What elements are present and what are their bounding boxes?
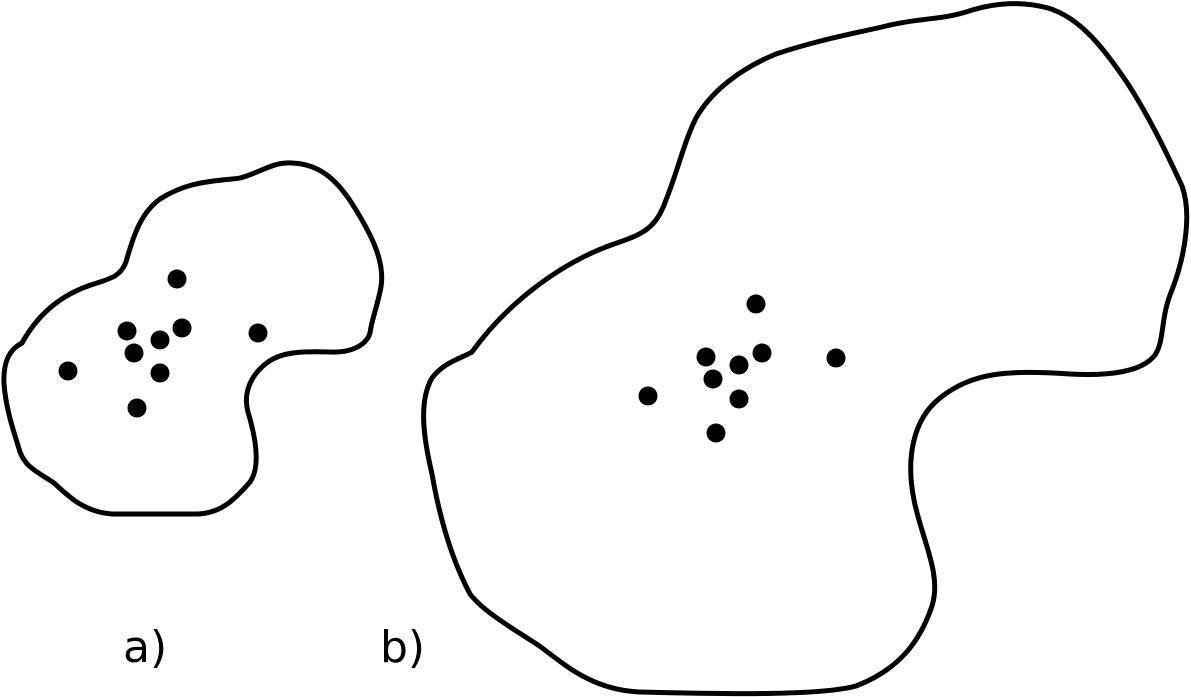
panel-b: b) [380, 1, 1190, 697]
point [696, 347, 716, 367]
point [150, 363, 170, 383]
point [729, 389, 749, 409]
point [826, 348, 846, 368]
panel-b-boundary [421, 1, 1190, 697]
panel-a-boundary [1, 160, 385, 517]
point [150, 330, 170, 350]
point [117, 321, 137, 341]
point [248, 323, 268, 343]
point [729, 355, 749, 375]
panel-b-points [638, 294, 846, 443]
point [752, 343, 772, 363]
panel-a: a) [1, 160, 385, 673]
point [167, 269, 187, 289]
point [172, 318, 192, 338]
point [127, 398, 147, 418]
point [638, 386, 658, 406]
point [58, 361, 78, 381]
point [703, 369, 723, 389]
point [124, 343, 144, 363]
panel-b-label: b) [380, 622, 425, 673]
panel-a-label: a) [123, 622, 167, 673]
point [746, 294, 766, 314]
panel-a-points [58, 269, 268, 418]
point [706, 423, 726, 443]
